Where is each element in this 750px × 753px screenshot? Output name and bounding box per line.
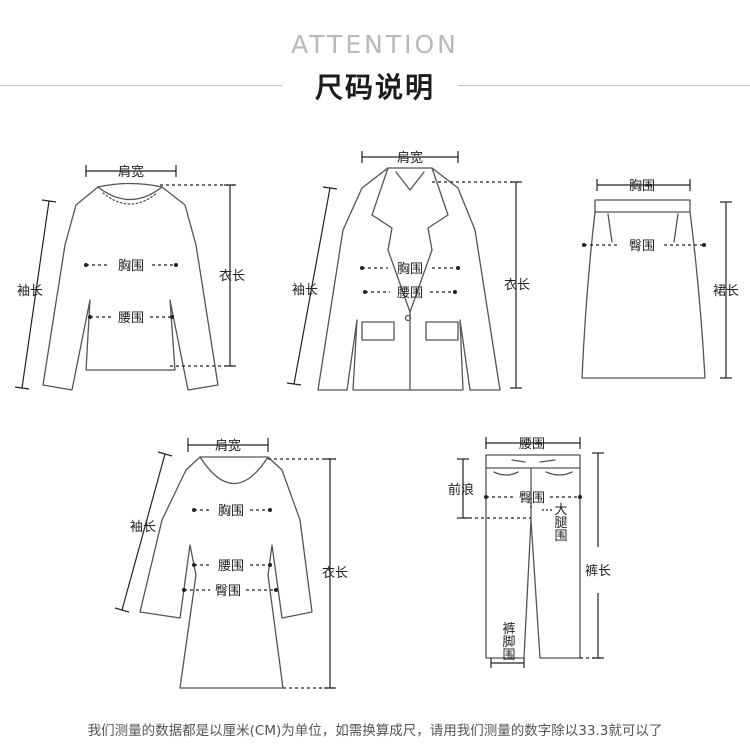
pants-front-rise-label: 前浪 bbox=[448, 482, 474, 498]
jacket-waist-label: 腰围 bbox=[397, 286, 423, 301]
footer-note: 我们测量的数据都是以厘米(CM)为单位，如需换算成尺，请用我们测量的数字除以33… bbox=[87, 723, 663, 739]
dress-shoulder-label: 肩宽 bbox=[215, 438, 241, 454]
measure-dots bbox=[84, 243, 706, 592]
skirt-hip-label: 臀围 bbox=[629, 239, 655, 254]
header-line-left bbox=[0, 85, 282, 86]
skirt-outline bbox=[581, 199, 706, 379]
dress-length-label: 衣长 bbox=[322, 565, 348, 581]
header-line-right bbox=[458, 85, 750, 86]
sweater-waist-label: 腰围 bbox=[118, 311, 144, 326]
header-title-en: ATTENTION bbox=[291, 30, 459, 59]
pants-leg-opening-label: 裤脚围 bbox=[500, 622, 516, 661]
sweater-outline bbox=[42, 182, 219, 391]
pants-hip-label: 臀围 bbox=[519, 491, 545, 506]
dress-hip-label: 臀围 bbox=[215, 584, 241, 599]
header-title-zh: 尺码说明 bbox=[314, 71, 435, 104]
pants-waist-label: 腰围 bbox=[519, 437, 545, 452]
sweater-chest-label: 胸围 bbox=[118, 259, 144, 274]
dress-sleeve-label: 袖长 bbox=[130, 520, 156, 535]
sweater-shoulder-label: 肩宽 bbox=[118, 164, 144, 180]
skirt-chest-label: 胸围 bbox=[629, 179, 655, 194]
jacket-outline bbox=[317, 167, 501, 391]
jacket-length-label: 衣长 bbox=[504, 277, 530, 293]
pants-thigh-label: 大腿围 bbox=[552, 503, 568, 542]
jacket-sleeve-label: 袖长 bbox=[292, 283, 318, 298]
dress-chest-label: 胸围 bbox=[218, 504, 244, 519]
sweater-sleeve-label: 袖长 bbox=[17, 284, 43, 299]
skirt-length-label: 裙长 bbox=[713, 284, 739, 299]
dress-waist-label: 腰围 bbox=[218, 559, 244, 574]
jacket-chest-label: 胸围 bbox=[397, 262, 423, 277]
jacket-shoulder-label: 肩宽 bbox=[397, 150, 423, 166]
sweater-length-label: 衣长 bbox=[219, 268, 245, 284]
pants-length-label: 裤长 bbox=[585, 564, 611, 579]
